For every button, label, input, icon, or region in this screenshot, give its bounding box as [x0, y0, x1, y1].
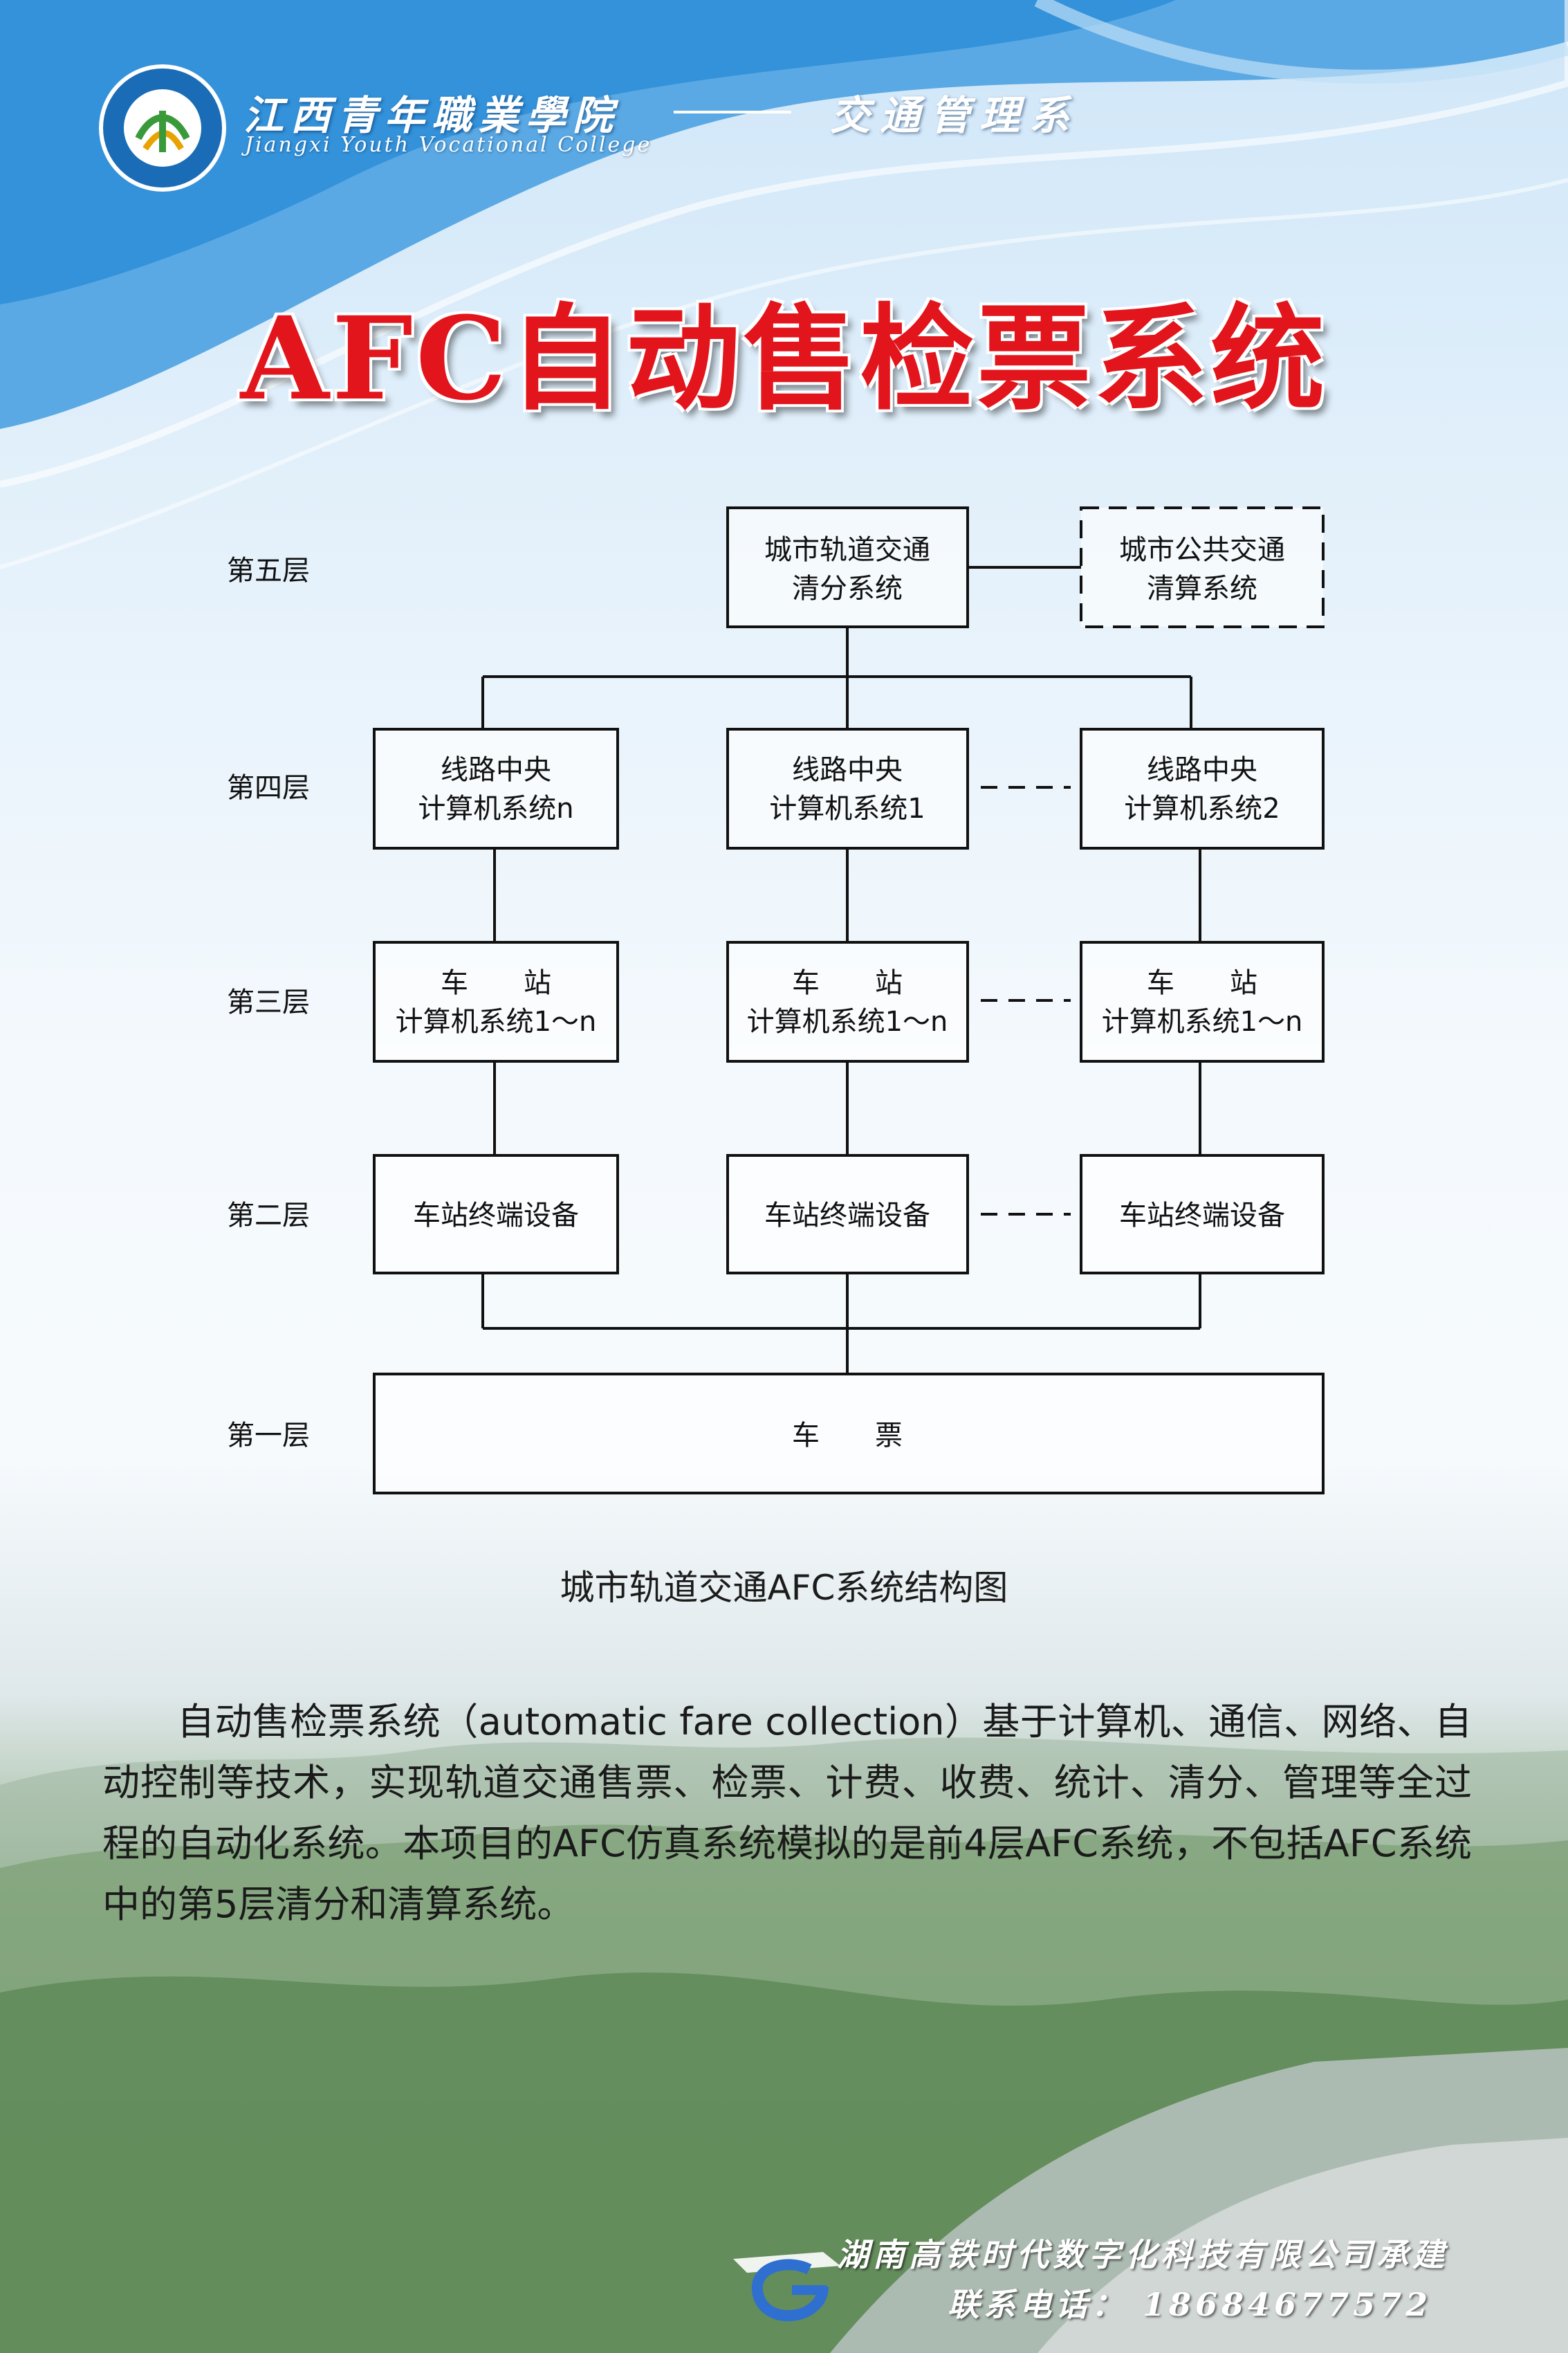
layer-label-4: 第四层	[227, 772, 310, 804]
station-left-line2: 计算机系统1～n	[396, 1006, 597, 1038]
terminal-mid-label: 车站终端设备	[764, 1200, 930, 1232]
diagram-caption: 城市轨道交通AFC系统结构图	[560, 1568, 1008, 1608]
station-right-line2: 计算机系统1～n	[1102, 1006, 1303, 1038]
contact-phone: 联系电话： 18684677572	[948, 2286, 1432, 2323]
line-central-system-2-box	[1080, 728, 1325, 850]
layer-label-2: 第二层	[227, 1200, 310, 1232]
settlement-system-line2: 清算系统	[1147, 573, 1257, 605]
clearing-system-box	[726, 506, 969, 628]
college-header: 江西青年職業學院 Jiangxi Youth Vocational Colleg…	[97, 55, 1134, 192]
clearing-system-line2: 清分系统	[792, 573, 903, 605]
college-english-name: Jiangxi Youth Vocational College	[245, 133, 652, 157]
header-divider	[674, 111, 791, 113]
ticket-box	[373, 1373, 1325, 1494]
layer-label-5: 第五层	[227, 555, 310, 587]
central-1-line1: 线路中央	[792, 754, 903, 786]
description-paragraph: 自动售检票系统（automatic fare collection）基于计算机、…	[102, 1700, 1472, 1926]
layer-label-1: 第一层	[227, 1420, 310, 1452]
station-terminal-left-box	[373, 1154, 619, 1274]
line-central-system-1-box	[726, 728, 969, 850]
ticket-label: 车 票	[792, 1420, 903, 1452]
page-title: AFC自动售检票系统	[240, 291, 1328, 425]
public-transport-settlement-box	[1080, 506, 1325, 628]
station-mid-line1: 车 站	[792, 967, 903, 999]
company-logo-icon	[733, 2252, 840, 2321]
station-terminal-right-box	[1080, 1154, 1325, 1274]
central-n-line2: 计算机系统n	[418, 793, 573, 825]
footer: 湖南高铁时代数字化科技有限公司承建 联系电话： 18684677572	[719, 2210, 1515, 2342]
college-chinese-name: 江西青年職業學院	[243, 92, 620, 139]
central-n-line1: 线路中央	[441, 754, 551, 786]
central-2-line2: 计算机系统2	[1124, 793, 1280, 825]
station-mid-line2: 计算机系统1～n	[747, 1006, 948, 1038]
terminal-left-label: 车站终端设备	[413, 1200, 579, 1232]
station-system-right-box	[1080, 941, 1325, 1063]
central-2-line1: 线路中央	[1147, 754, 1257, 786]
terminal-right-label: 车站终端设备	[1119, 1200, 1285, 1232]
station-left-line1: 车 站	[441, 967, 551, 999]
department-name: 交通管理系	[830, 92, 1080, 139]
station-right-line1: 车 站	[1147, 967, 1257, 999]
line-central-system-n-box	[373, 728, 619, 850]
college-logo-icon	[99, 64, 226, 192]
central-1-line2: 计算机系统1	[769, 793, 925, 825]
station-system-left-box	[373, 941, 619, 1063]
station-system-mid-box	[726, 941, 969, 1063]
company-name: 湖南高铁时代数字化科技有限公司承建	[837, 2236, 1448, 2273]
clearing-system-line1: 城市轨道交通	[764, 534, 930, 566]
layer-label-3: 第三层	[227, 987, 310, 1018]
settlement-system-line1: 城市公共交通	[1119, 534, 1285, 566]
